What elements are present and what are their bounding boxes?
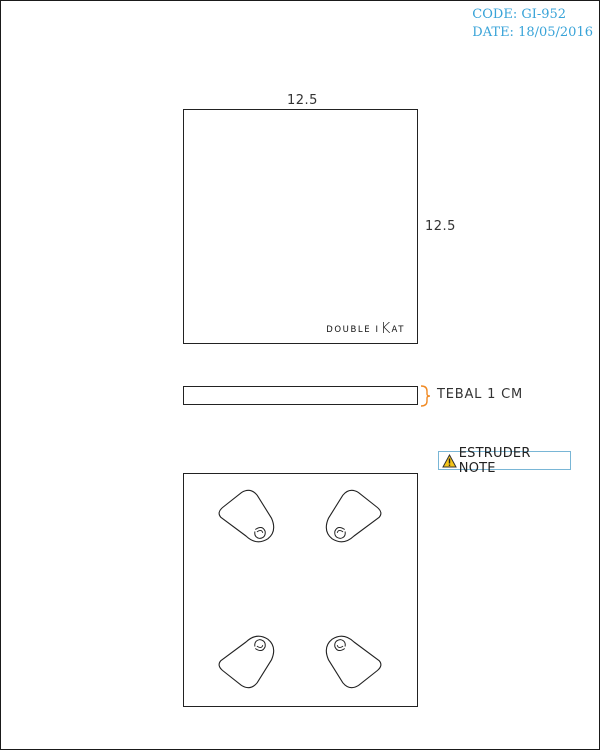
logo-k-mark: K	[380, 319, 391, 337]
warning-icon	[442, 453, 457, 467]
fingerprint-bottom-left	[214, 633, 281, 693]
fingerprint-bottom-right	[319, 633, 386, 693]
estruder-note-button[interactable]: ESTRUDER NOTE	[438, 446, 571, 476]
date-text: DATE: 18/05/2016	[472, 25, 593, 40]
tile-bottom-view	[183, 473, 418, 707]
height-dimension-label: 12.5	[425, 219, 456, 234]
logo-text-right: AT	[391, 325, 405, 335]
fingerprint-top-left	[214, 485, 281, 545]
width-dimension-label: 12.5	[287, 93, 318, 108]
fingerprint-top-right	[319, 485, 386, 545]
tile-side-view	[183, 386, 418, 405]
logo-text-left: DOUBLE I	[326, 325, 380, 335]
thickness-label: TEBAL 1 CM	[437, 387, 524, 402]
title-block: CODE: GI-952 DATE: 18/05/2016	[472, 6, 593, 42]
note-label: ESTRUDER NOTE	[458, 445, 531, 476]
fingerprint-impressions	[214, 485, 386, 693]
thickness-bracket	[420, 385, 431, 407]
code-text: CODE: GI-952	[472, 7, 567, 22]
